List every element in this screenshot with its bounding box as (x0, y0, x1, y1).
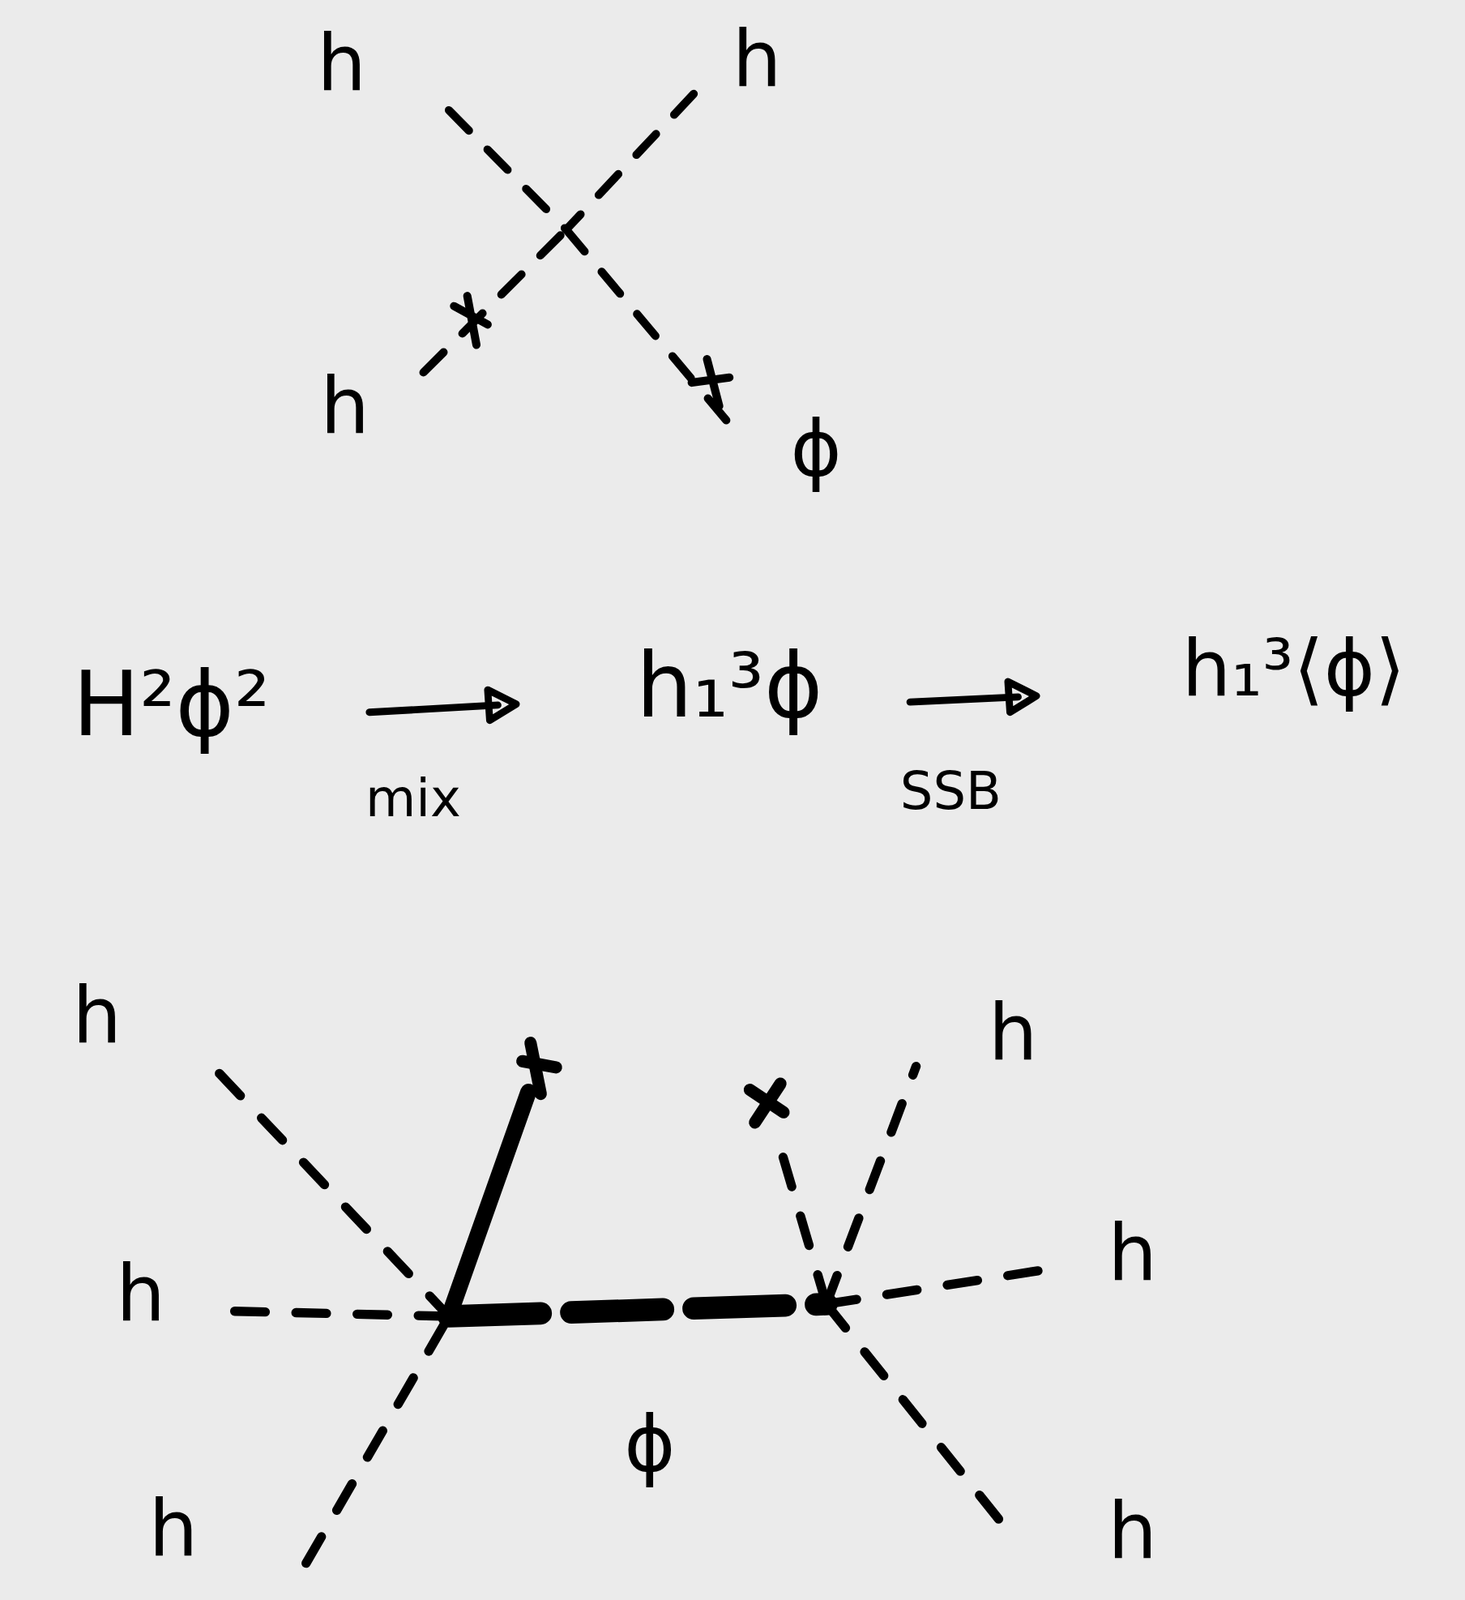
arrow-line (369, 704, 499, 713)
arrow-label: mix (365, 772, 462, 825)
h-leg (219, 1072, 449, 1316)
phi-leg (777, 1137, 826, 1304)
h-leg (448, 110, 567, 230)
symbol-label: h₁³⟨ϕ⟩ (1181, 629, 1406, 708)
symbol-label: h (1107, 1213, 1158, 1292)
h-leg (566, 93, 694, 230)
symbol-label: h (72, 976, 122, 1055)
cross-mark (707, 358, 720, 406)
cross-mark (467, 295, 477, 345)
symbol-label: h (115, 1254, 166, 1333)
arrow-head (487, 689, 517, 721)
symbol-label: ϕ (790, 410, 842, 488)
h-leg (826, 1066, 917, 1304)
h-leg (234, 1311, 449, 1316)
arrow-line (909, 696, 1018, 702)
arrow-label: SSB (900, 764, 1002, 817)
symbol-label: h (732, 20, 782, 99)
phi-propagator (448, 1303, 827, 1316)
symbol-label: H²ϕ² (72, 659, 270, 749)
symbol-label: h (1107, 1491, 1158, 1570)
arrow-head (1007, 681, 1037, 713)
symbol-label: ϕ (623, 1405, 675, 1483)
h-leg (423, 229, 567, 372)
h-leg (826, 1303, 1013, 1536)
cross-mark (755, 1083, 781, 1123)
h-leg (826, 1269, 1041, 1304)
symbol-label: h (988, 993, 1038, 1072)
symbol-label: h₁³ϕ (636, 640, 823, 731)
symbol-label: h (320, 367, 370, 445)
bottom-diagram (219, 1042, 1041, 1564)
symbol-label: h (149, 1489, 199, 1568)
phi-leg (566, 229, 727, 420)
h-leg (306, 1315, 449, 1564)
phi-leg (448, 1091, 529, 1316)
cross-mark (530, 1042, 542, 1094)
top-vertex (423, 93, 731, 421)
symbol-label: h (316, 24, 367, 103)
